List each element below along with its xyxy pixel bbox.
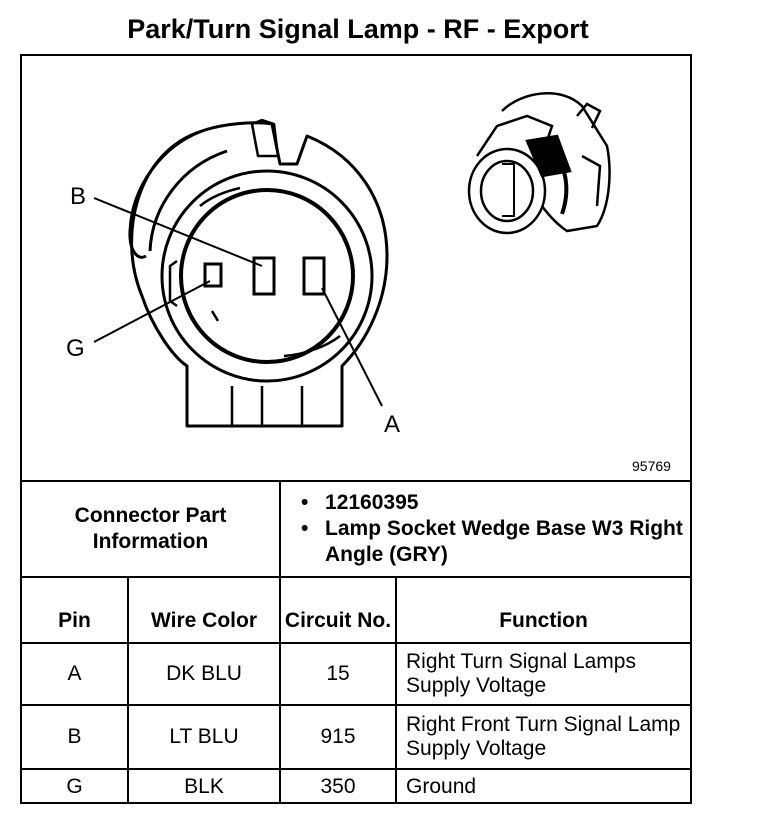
connector-table: Connector Part Information 12160395 Lamp… [22, 480, 691, 803]
table-header-row: Pin Wire Color Circuit No. Function [22, 576, 691, 644]
function-cell: Right Turn Signal Lamps Supply Voltage [395, 642, 691, 706]
figure-id: 95769 [632, 458, 671, 474]
pin-cell: B [22, 704, 129, 770]
column-header-function: Function [395, 576, 691, 644]
circuit-cell: 15 [279, 642, 398, 706]
terminal-a [302, 256, 326, 296]
callout-b: B [70, 183, 86, 210]
callout-g: G [66, 335, 85, 362]
pin-cell: A [22, 642, 129, 706]
circuit-cell: 350 [279, 768, 398, 803]
table-row: A DK BLU 15 Right Turn Signal Lamps Supp… [22, 642, 691, 706]
connector-frame: B G A 95769 Connecto [20, 54, 692, 804]
leader-line-b [93, 197, 263, 267]
table-row: G BLK 350 Ground [22, 768, 691, 803]
column-header-pin: Pin [22, 576, 129, 644]
connector-info-list: 12160395 Lamp Socket Wedge Base W3 Right… [279, 480, 691, 578]
connector-diagram: B G A 95769 [22, 56, 690, 480]
connector-info-row: Connector Part Information 12160395 Lamp… [22, 480, 691, 578]
function-cell: Right Front Turn Signal Lamp Supply Volt… [395, 704, 691, 770]
connector-info-label: Connector Part Information [22, 480, 282, 578]
column-header-circuit: Circuit No. [279, 576, 398, 644]
callout-a: A [384, 411, 400, 438]
connector-isometric-picture [467, 92, 611, 235]
column-header-wire-color: Wire Color [126, 576, 282, 644]
page-title: Park/Turn Signal Lamp - RF - Export [127, 14, 589, 44]
wire-color-cell: DK BLU [126, 642, 282, 706]
table-row: B LT BLU 915 Right Front Turn Signal Lam… [22, 704, 691, 770]
leader-line-a [321, 287, 383, 407]
leader-line-g [93, 280, 211, 343]
terminal-b [252, 256, 276, 296]
circuit-cell: 915 [279, 704, 398, 770]
function-cell: Ground [395, 768, 691, 803]
connector-description: Lamp Socket Wedge Base W3 Right Angle (G… [301, 516, 690, 568]
pin-cell: G [22, 768, 129, 803]
connector-face-drawing: B G A [66, 92, 611, 438]
wire-color-cell: LT BLU [126, 704, 282, 770]
connector-part-number: 12160395 [301, 490, 690, 516]
wire-color-cell: BLK [126, 768, 282, 803]
